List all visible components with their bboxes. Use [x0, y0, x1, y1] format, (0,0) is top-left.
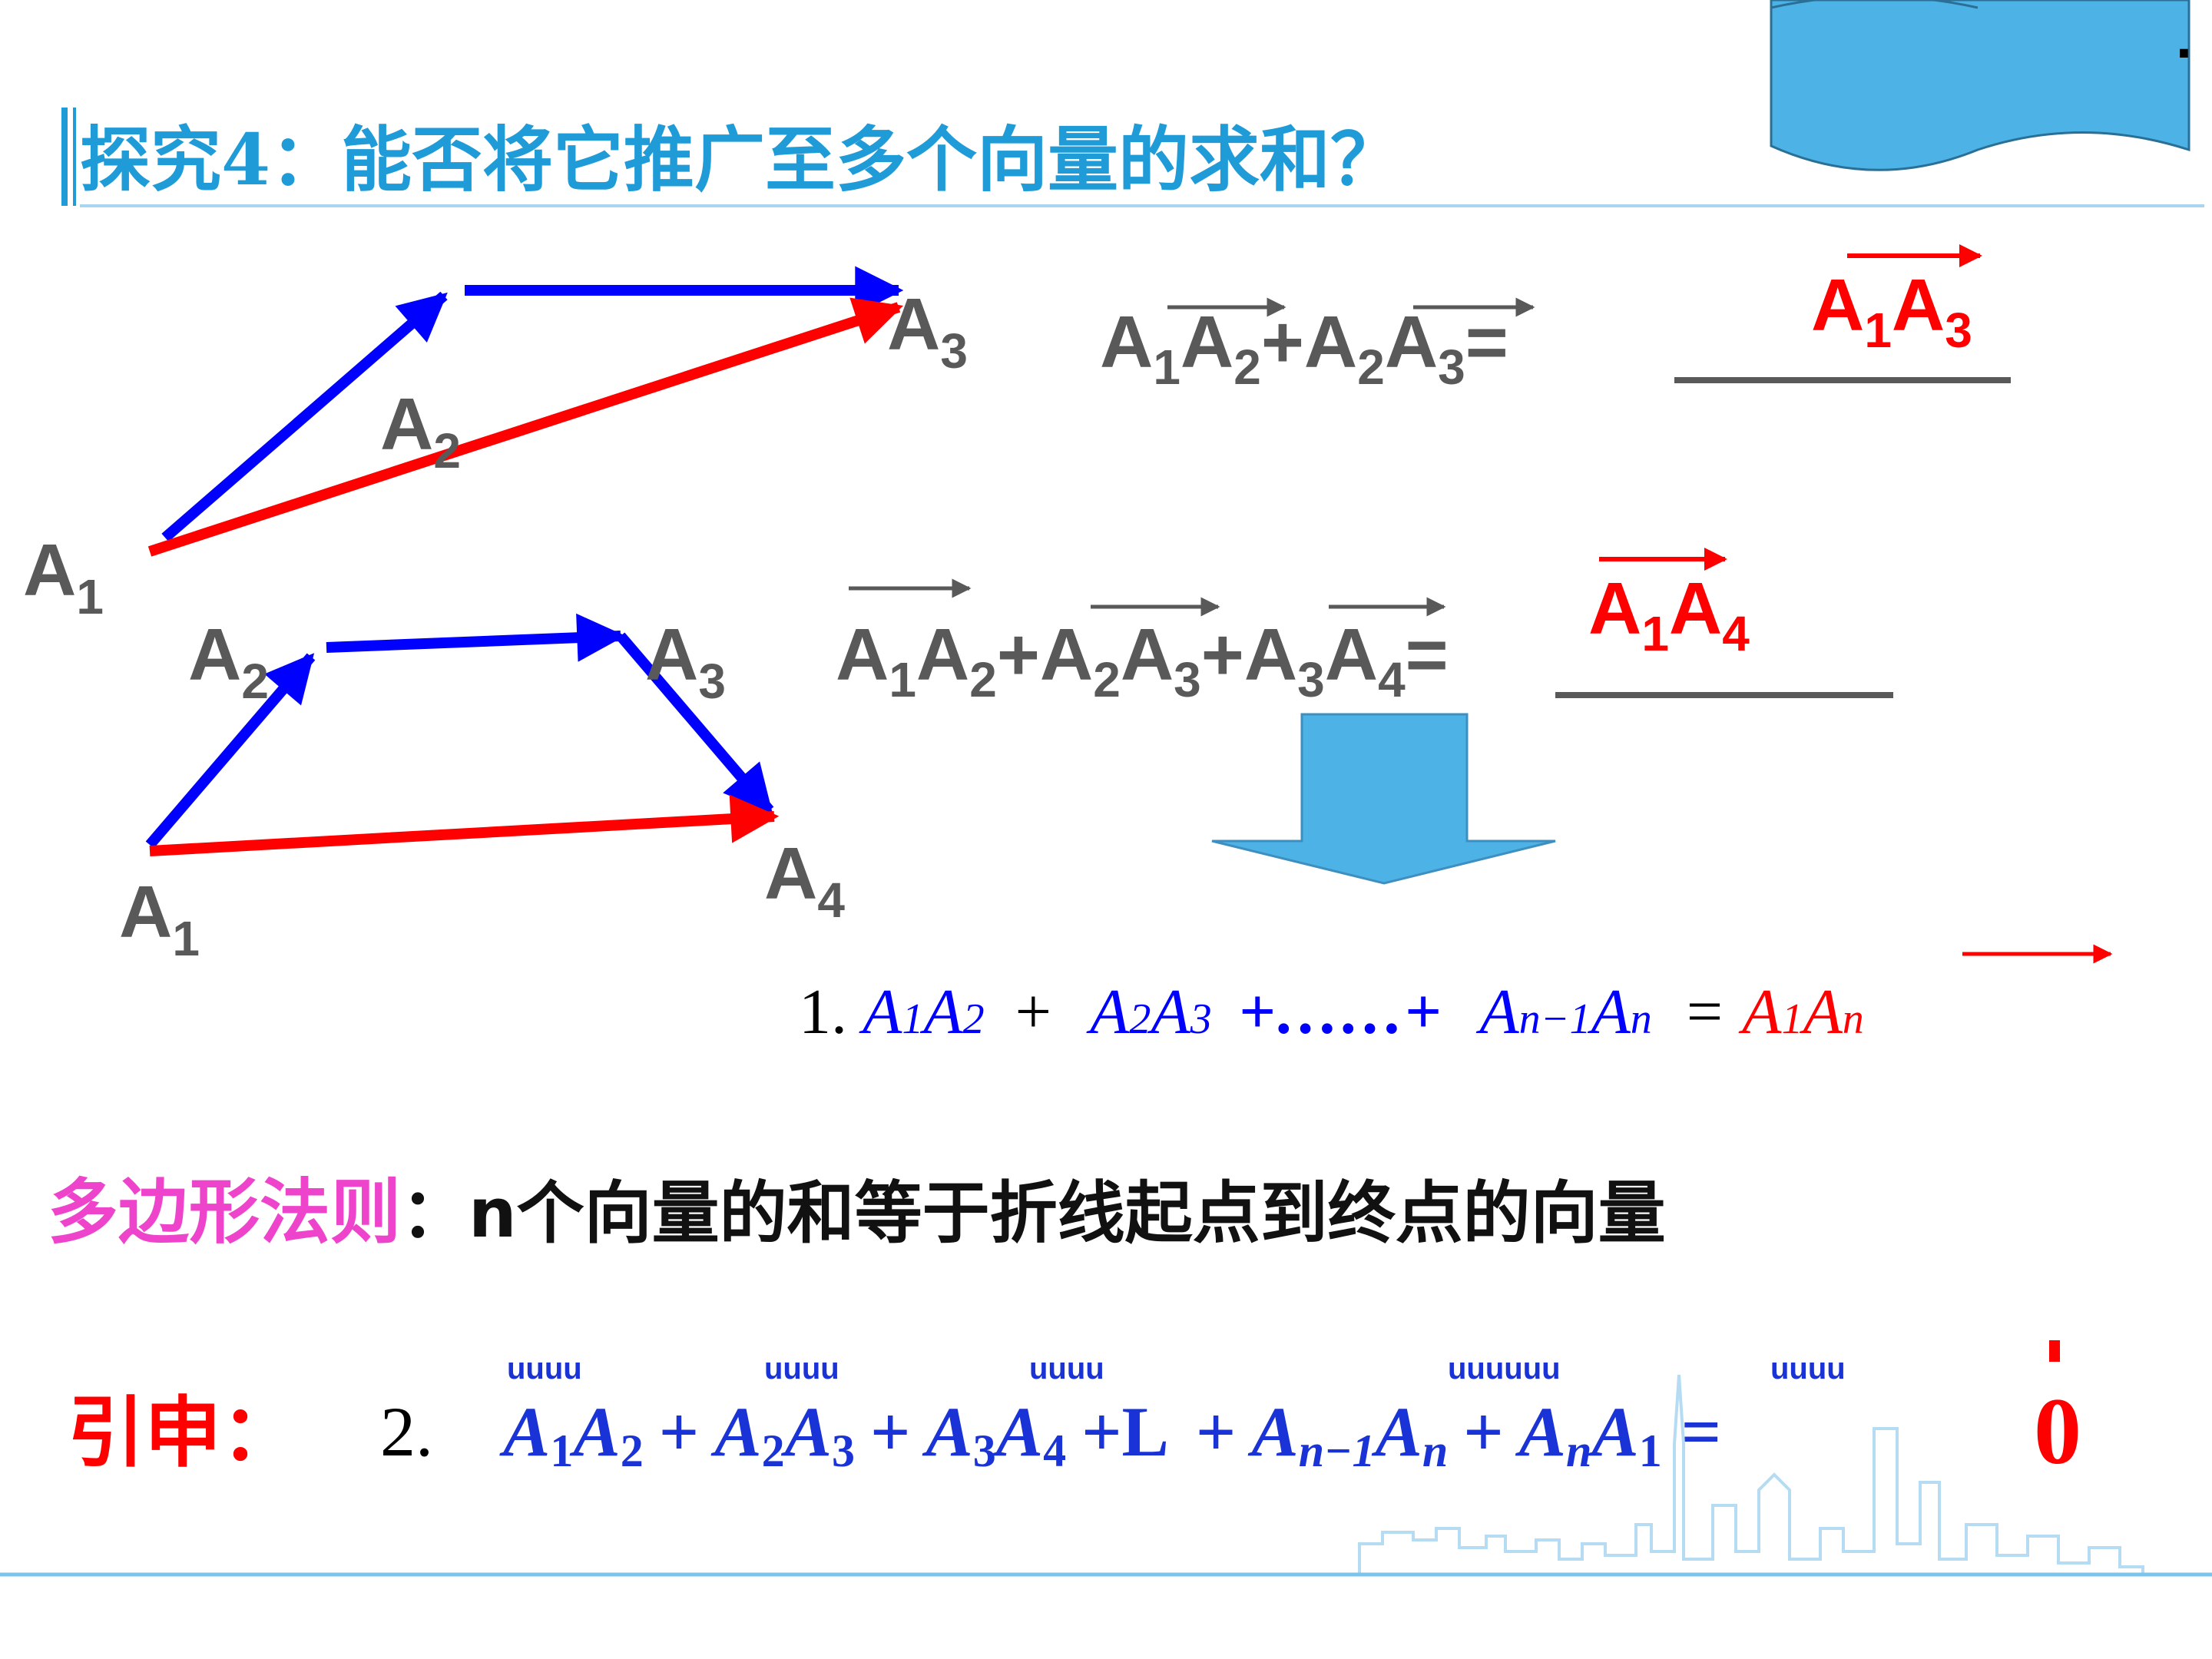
point-label-a2-poly: A2 — [188, 614, 269, 709]
vector-a2a3-poly — [326, 613, 626, 662]
extension-formula: A1A2+A2A3+A3A4+L+An−1An+AnA1= — [499, 1392, 1721, 1476]
vector-a1a2-poly — [145, 653, 316, 849]
banner-shape — [1770, 0, 2190, 171]
arrow-artifact-3: uuuu — [1029, 1352, 1104, 1386]
point-label-a3: A3 — [887, 283, 968, 379]
vector-a3a4-poly — [616, 632, 774, 814]
corner-fragment: · — [2175, 27, 2193, 81]
formula-1-text: 1.A1A2+A2A3+……+An−1An=A1An — [799, 976, 1864, 1048]
vector-a1a4-sum — [149, 794, 780, 856]
extension-label: 引申： — [68, 1388, 298, 1478]
equation-1-answer: A1A3 — [1811, 264, 1972, 358]
title-bar-left-thin — [73, 108, 76, 206]
equation-2-lhs: A1A2+A2A3+A3A4= — [836, 614, 1449, 707]
point-label-a4-poly: A4 — [764, 833, 845, 928]
equation-2: A1A2+A2A3+A3A4= A1A4 — [836, 548, 1893, 707]
polygon-rule: 多边形法则：n个向量的和等于折线起点到终点的向量 — [48, 1171, 1666, 1253]
point-label-a2: A2 — [380, 383, 461, 478]
point-label-a1: A1 — [23, 529, 104, 624]
arrow-artifact-2: uuuu — [764, 1352, 839, 1386]
formula-1: 1.A1A2+A2A3+……+An−1An=A1An — [799, 944, 2113, 1048]
extension: 引申： 2. uuuu uuuu uuuu uuuuuu uuuu A1A2+A… — [68, 1340, 2081, 1484]
arrow-artifact-4: uuuuuu — [1448, 1352, 1561, 1386]
equation-1: A1A2+A2A3= A1A3 — [1100, 244, 2011, 395]
arrow-artifact-5: uuuu — [1770, 1352, 1846, 1386]
point-label-a1-poly: A1 — [119, 871, 200, 966]
equation-1-lhs: A1A2+A2A3= — [1100, 301, 1508, 395]
zero-vector-arrow-fragment — [2049, 1340, 2060, 1362]
city-skyline-decoration — [1358, 1374, 2144, 1575]
extension-zero: 0 — [2034, 1379, 2081, 1484]
arrow-artifact-1: uuuu — [507, 1352, 582, 1386]
vector-a1a3-sum — [147, 297, 903, 557]
diagram-triangle: A1 A2 A3 — [23, 266, 968, 624]
point-label-a3-poly: A3 — [645, 614, 726, 709]
down-arrow-icon — [1211, 713, 1556, 885]
title-bar-left — [61, 108, 68, 206]
extension-number: 2. — [380, 1392, 433, 1471]
equation-2-answer: A1A4 — [1588, 568, 1750, 661]
diagram-polygon: A2 A3 A1 A4 — [119, 613, 845, 966]
vector-a1a2 — [161, 291, 448, 542]
page-title: 探究4：能否将它推广至多个向量的求和？ — [80, 118, 1401, 201]
